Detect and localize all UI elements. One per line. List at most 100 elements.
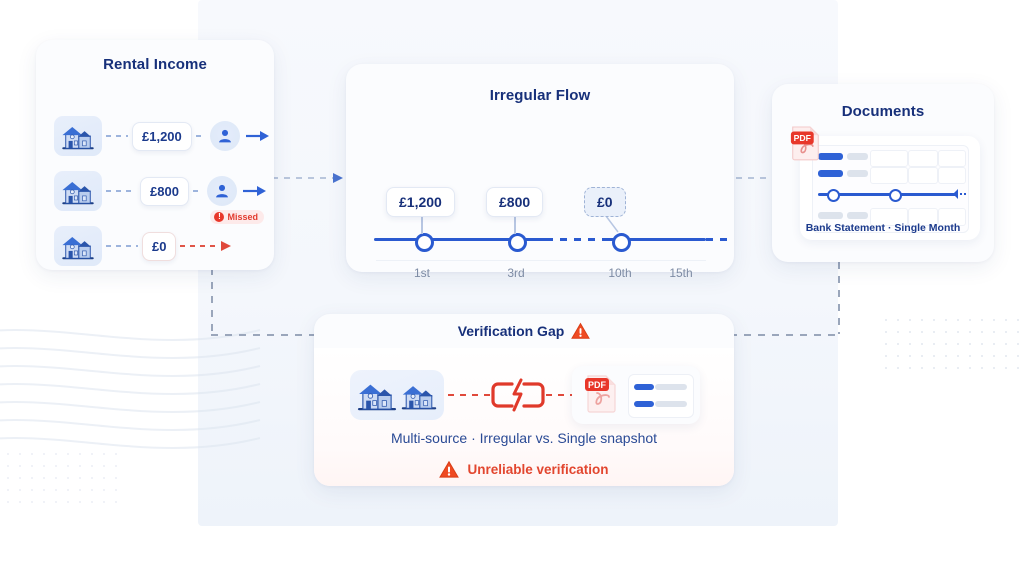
timeline-tick-label: 10th (608, 266, 632, 280)
row-arrow-missed-icon (221, 241, 232, 251)
document-bar-highlight (634, 401, 654, 407)
house-icon-tile (54, 171, 102, 211)
document-evidence-tile[interactable]: PDF (572, 366, 700, 424)
table-cell (870, 208, 908, 226)
missed-badge-label: Missed (227, 212, 258, 222)
house-icon-tile (54, 116, 102, 156)
timeline-tick-label: 3rd (507, 266, 525, 280)
row-arrow-icon (242, 186, 266, 196)
timeline-amount-chip-missing[interactable]: £0 (584, 187, 626, 217)
verification-gap-footer-label: Unreliable verification (467, 462, 609, 477)
house-icon-secondary (401, 385, 437, 409)
connector-documents-to-gap-vertical (838, 262, 840, 334)
panel-documents-title: Documents (841, 103, 925, 120)
timeline-tick-label: 1st (413, 266, 431, 280)
documents-table (812, 145, 969, 233)
row-dash-left (106, 135, 128, 137)
panel-documents[interactable]: Documents (772, 84, 994, 262)
table-cell (908, 167, 938, 184)
house-icon (62, 182, 94, 205)
panel-rental-income-title: Rental Income (103, 56, 207, 73)
house-icon (62, 237, 94, 260)
house-icon (357, 384, 397, 411)
table-bar (818, 212, 843, 219)
connector-rental-to-flow (272, 177, 334, 179)
pdf-file-icon: PDF (790, 126, 819, 161)
table-bar (847, 212, 868, 219)
rental-row[interactable]: £800 (54, 167, 266, 215)
verification-gap-body: PDF Multi-source · Irregular vs. Single … (314, 348, 734, 486)
connector-rental-to-gap-horizontal (211, 334, 319, 336)
timeline-node-missing[interactable] (612, 233, 631, 252)
person-icon-tile (206, 176, 237, 206)
table-cell (870, 150, 908, 167)
connector-rental-to-flow-arrow (333, 173, 343, 183)
rental-row-missed[interactable]: £0 (54, 222, 262, 270)
row-dash-left (106, 245, 138, 247)
connector-rental-to-gap-vertical (211, 268, 213, 336)
table-cell (938, 150, 966, 167)
panel-irregular-flow[interactable]: Irregular Flow £1,200 £800 £0 1st 3rd 10… (346, 64, 734, 280)
svg-text:PDF: PDF (588, 380, 607, 390)
panel-irregular-flow-title: Irregular Flow (489, 87, 591, 104)
table-bar (847, 153, 868, 160)
table-cell (938, 167, 966, 184)
connector-flow-to-documents (736, 177, 774, 179)
documents-timeline-node (827, 189, 840, 202)
documents-timeline-arrow-icon (953, 189, 966, 199)
timeline-amount-chip[interactable]: £1,200 (386, 187, 455, 217)
broken-link-icon (491, 378, 545, 412)
timeline-tick-label: 15th (669, 266, 693, 280)
panel-verification-gap-title: Verification Gap (457, 323, 565, 339)
connector-documents-to-gap-horizontal (730, 334, 840, 336)
documents-caption: Bank Statement · Single Month (805, 222, 961, 234)
rental-amount-chip-zero[interactable]: £0 (142, 231, 177, 261)
table-cell (908, 208, 938, 226)
table-cell (908, 150, 938, 167)
table-bar-highlight (818, 153, 843, 160)
rental-row[interactable]: £1,200 (54, 112, 269, 160)
panel-verification-gap[interactable]: Verification Gap (314, 314, 734, 486)
timeline-node[interactable] (415, 233, 434, 252)
warning-triangle-icon (439, 460, 460, 478)
person-icon-tile (209, 121, 240, 151)
timeline-axis (374, 238, 706, 241)
verification-gap-caption: Multi-source · Irregular vs. Single snap… (390, 430, 658, 446)
background-wave-lines (0, 329, 261, 449)
gap-dash-left (448, 394, 490, 396)
svg-text:PDF: PDF (794, 133, 811, 143)
person-icon (216, 184, 228, 198)
house-icon-tile (54, 226, 102, 266)
rental-amount-chip[interactable]: £1,200 (132, 121, 192, 151)
documents-card[interactable] (800, 136, 980, 240)
document-bar (655, 401, 687, 407)
row-dash-right (192, 190, 203, 192)
documents-timeline-node (889, 189, 902, 202)
timeline-node[interactable] (508, 233, 527, 252)
row-arrow-icon (245, 131, 269, 141)
timeline-trailing-dash (706, 238, 728, 241)
documents-timeline (818, 193, 958, 196)
document-sheet (628, 374, 694, 418)
background-dot-grid-left (2, 448, 120, 504)
timeline-stem (421, 216, 423, 234)
pdf-file-icon: PDF (585, 375, 616, 413)
timeline-stem (514, 216, 516, 234)
panel-rental-income[interactable]: Rental Income £1,200 (36, 40, 274, 270)
row-dash-red (180, 245, 217, 247)
background-dot-grid-right (880, 314, 1024, 376)
row-dash-left (106, 190, 136, 192)
table-cell (870, 167, 908, 184)
gap-dash-right (546, 394, 580, 396)
timeline-amount-chip[interactable]: £800 (486, 187, 544, 217)
warning-triangle-icon (571, 322, 591, 339)
timeline-gap-dash (546, 238, 602, 241)
row-dash-right (195, 135, 206, 137)
missed-badge: ! Missed (210, 210, 264, 224)
table-bar (847, 170, 868, 177)
person-icon (218, 129, 231, 143)
table-bar-highlight (818, 170, 843, 177)
rental-amount-chip[interactable]: £800 (140, 176, 189, 206)
document-bar (655, 384, 687, 390)
